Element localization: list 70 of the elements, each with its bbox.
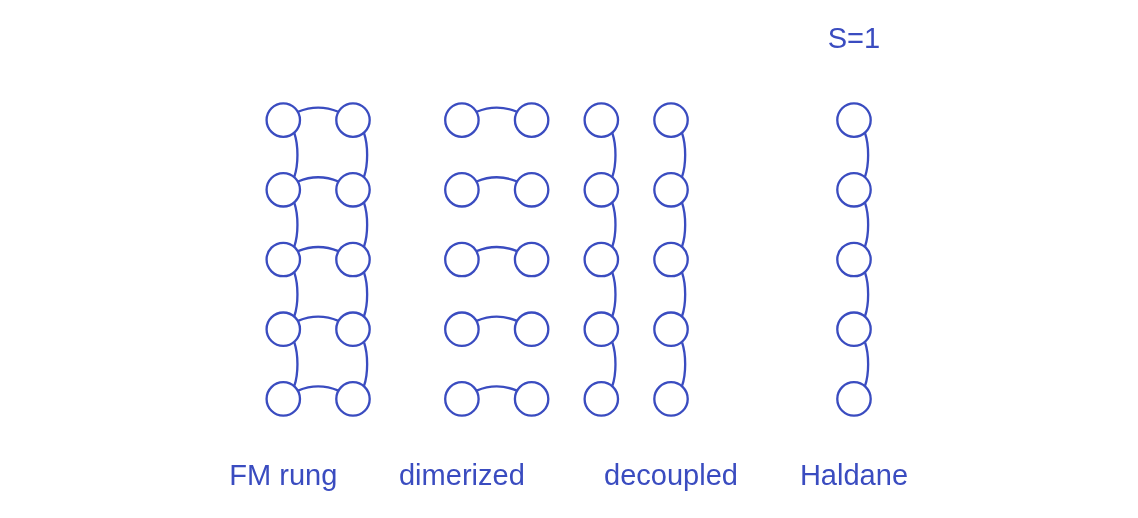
connector	[297, 384, 339, 392]
node-circle	[335, 310, 371, 347]
node-circle	[583, 171, 620, 208]
connector	[611, 202, 617, 247]
node-circle	[265, 310, 302, 347]
connector	[476, 315, 518, 322]
connector	[293, 202, 299, 247]
connector	[362, 341, 369, 386]
connector	[476, 384, 518, 392]
connector	[362, 132, 369, 177]
connector	[680, 202, 687, 247]
node-circle	[583, 380, 620, 417]
node-circle	[583, 101, 620, 138]
node-circle	[513, 101, 550, 138]
node-circle	[265, 101, 302, 138]
connector	[863, 132, 870, 177]
connector	[680, 341, 687, 386]
connector	[297, 315, 339, 322]
connector	[476, 105, 518, 113]
label: S=1	[827, 21, 881, 54]
node-circle	[444, 241, 480, 277]
connector	[362, 202, 369, 247]
node-circle	[653, 171, 689, 208]
node-circle	[513, 171, 550, 208]
connector	[680, 132, 687, 177]
node-circle	[836, 101, 872, 138]
node-circle	[653, 310, 689, 347]
node-circle	[836, 380, 872, 417]
node-circle	[265, 241, 302, 277]
node-circle	[513, 380, 550, 417]
node-circle	[265, 380, 302, 417]
connector	[611, 341, 617, 386]
node-circle	[653, 241, 689, 277]
connector	[611, 132, 617, 177]
node-circle	[583, 241, 620, 277]
node-circle	[836, 310, 872, 347]
node-circle	[583, 310, 620, 347]
connector	[293, 271, 299, 317]
node-circle	[444, 380, 480, 417]
node-circle	[335, 241, 371, 277]
label: FM rung	[229, 458, 338, 491]
connector	[863, 341, 870, 386]
node-circle	[513, 241, 550, 277]
connector	[297, 245, 339, 252]
connector	[293, 341, 299, 386]
connector	[297, 175, 339, 183]
node-circle	[513, 310, 550, 347]
node-circle	[444, 101, 480, 138]
node-circle	[653, 101, 689, 138]
label: Haldane	[799, 458, 909, 491]
node-circle	[265, 171, 302, 208]
node-circle	[653, 380, 689, 417]
connector	[476, 245, 518, 252]
node-circle	[335, 101, 371, 138]
node-circle	[444, 171, 480, 208]
connector	[362, 271, 369, 317]
connector	[476, 175, 518, 183]
connector	[293, 132, 299, 177]
node-circle	[836, 241, 872, 277]
connector	[680, 271, 687, 317]
connector	[863, 271, 870, 317]
connector	[863, 202, 870, 247]
connector	[297, 105, 339, 113]
label: dimerized	[398, 458, 525, 491]
label: decoupled	[604, 458, 739, 491]
node-circle	[335, 171, 371, 208]
node-circle	[335, 380, 371, 417]
node-circle	[444, 310, 480, 347]
node-circle	[836, 171, 872, 208]
connector	[611, 271, 617, 317]
